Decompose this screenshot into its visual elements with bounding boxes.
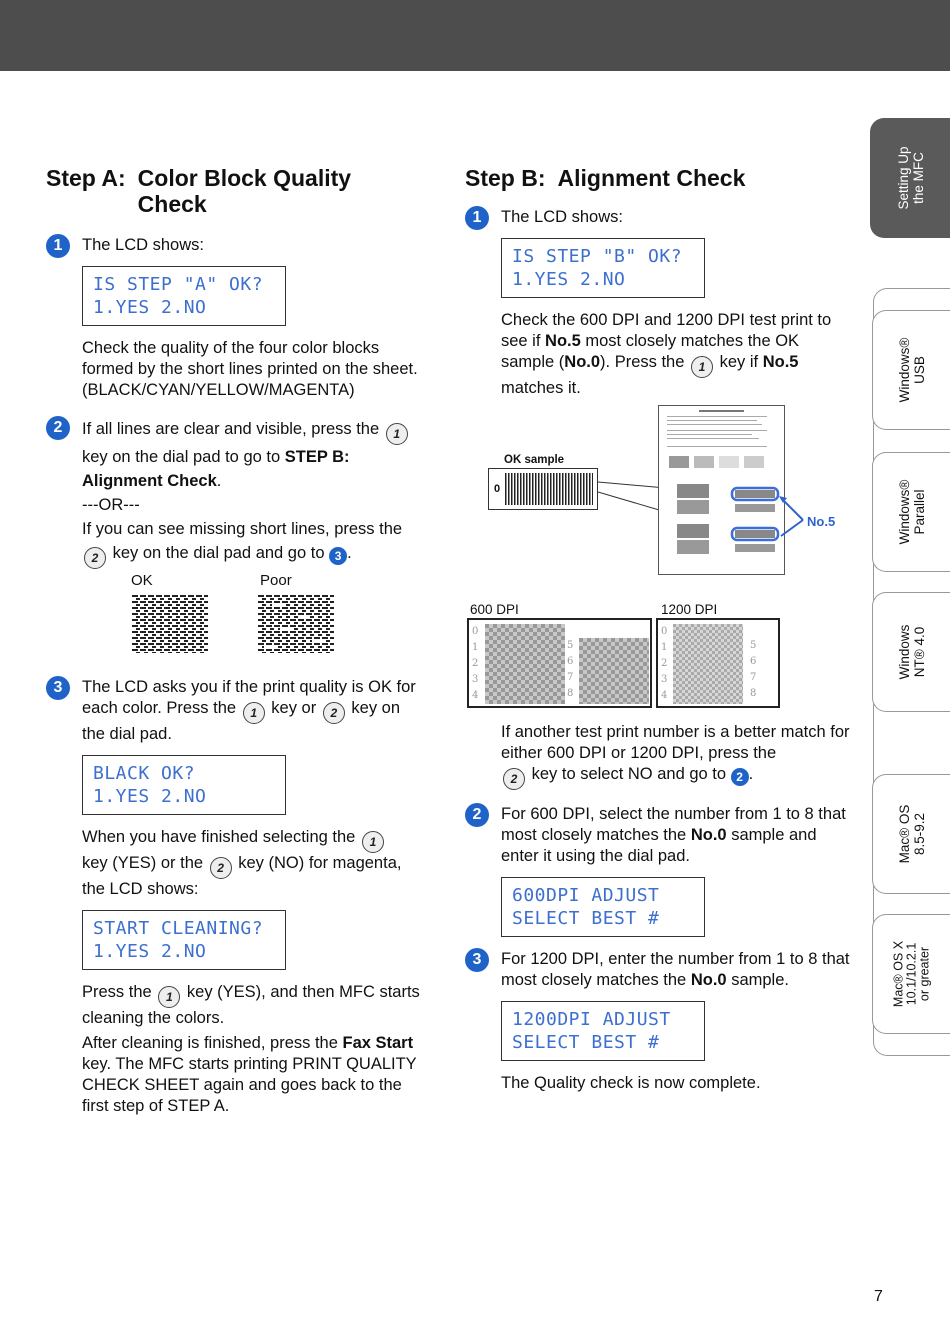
dpi1200-pattern: 0 1 2 3 4 5 6 7 8 — [656, 618, 780, 708]
check-sheet-image — [667, 410, 780, 554]
step-number: 1 — [46, 234, 70, 258]
dpi600-right-image — [579, 638, 649, 704]
dial-key-2-icon: 2 — [503, 768, 525, 790]
alignment-figure: OK sample 0 — [465, 400, 845, 720]
dial-key-2-icon: 2 — [84, 547, 106, 569]
poor-sample-image — [258, 595, 334, 653]
step-a-heading: Step A: Color Block Quality Check — [46, 165, 352, 217]
step-number: 2 — [46, 416, 70, 440]
dpi600-pattern: 0 1 2 3 4 5 6 7 8 — [467, 618, 652, 708]
page-number: 7 — [874, 1288, 883, 1305]
dial-key-2-icon: 2 — [322, 702, 345, 724]
dial-key-1-icon: 1 — [691, 356, 714, 378]
ok-sample-box: 0 — [488, 468, 598, 510]
check-sheet-thumbnail — [658, 405, 785, 575]
lcd-display: IS STEP "B" OK? 1.YES 2.NO — [501, 238, 705, 298]
lcd-display: START CLEANING? 1.YES 2.NO — [82, 910, 286, 970]
step-a-column: Step A: Color Block Quality Check 1 The … — [46, 165, 426, 1117]
step-number: 3 — [465, 948, 489, 972]
pointer-lines — [598, 481, 667, 513]
step-number: 2 — [465, 803, 489, 827]
step-a-2: 2 If all lines are clear and visible, pr… — [46, 416, 426, 665]
step-b-continuation: If another test print number is a better… — [465, 722, 855, 1094]
dial-key-1-icon: 1 — [242, 702, 265, 724]
tab-setting-up[interactable]: Setting Up the MFC — [870, 118, 950, 238]
dial-key-1-icon: 1 — [385, 423, 408, 445]
header-bar — [0, 0, 950, 71]
step-a-3: 3 The LCD asks you if the print quality … — [46, 676, 426, 1117]
dial-key-1-icon: 1 — [361, 831, 384, 853]
step-b-1: 1 The LCD shows: IS STEP "B" OK? 1.YES 2… — [465, 206, 855, 399]
tab-windows-parallel[interactable]: Windows® Parallel — [872, 452, 950, 572]
lcd-display: BLACK OK? 1.YES 2.NO — [82, 755, 286, 815]
lcd-display: 1200DPI ADJUST SELECT BEST # — [501, 1001, 705, 1061]
step-b-2: 2 For 600 DPI, select the number from 1 … — [465, 803, 855, 937]
ok-sample-image — [132, 595, 208, 653]
ok-sample-image — [505, 473, 593, 505]
step-number: 1 — [465, 206, 489, 230]
dial-key-2-icon: 2 — [209, 857, 232, 879]
step-b-column: Step B: Alignment Check 1 The LCD shows:… — [465, 165, 855, 399]
no5-arrows — [779, 496, 804, 537]
dpi1200-left-image — [673, 624, 743, 704]
no5-label: No.5 — [807, 514, 836, 529]
step-number: 3 — [46, 676, 70, 700]
step-ref-icon: 3 — [329, 547, 348, 565]
step-a-1: 1 The LCD shows: IS STEP "A" OK? 1.YES 2… — [46, 234, 426, 401]
step-ref-icon: 2 — [730, 768, 749, 786]
step-b-heading: Step B: Alignment Check — [465, 165, 746, 191]
ok-poor-samples: OK Poor — [82, 569, 426, 665]
lcd-display: 600DPI ADJUST SELECT BEST # — [501, 877, 705, 937]
dial-key-1-icon: 1 — [158, 986, 181, 1008]
lcd-display: IS STEP "A" OK? 1.YES 2.NO — [82, 266, 286, 326]
tab-mac-os-x[interactable]: Mac® OS X 10.1/10.2.1 or greater — [872, 914, 950, 1034]
tab-windows-usb[interactable]: Windows® USB — [872, 310, 950, 430]
step-b-1-alt: If another test print number is a better… — [465, 722, 855, 790]
step-b-3: 3 For 1200 DPI, enter the number from 1 … — [465, 948, 855, 1094]
tab-mac-os-9[interactable]: Mac® OS 8.5-9.2 — [872, 774, 950, 894]
dpi600-left-image — [485, 624, 565, 704]
tab-windows-nt[interactable]: Windows NT® 4.0 — [872, 592, 950, 712]
